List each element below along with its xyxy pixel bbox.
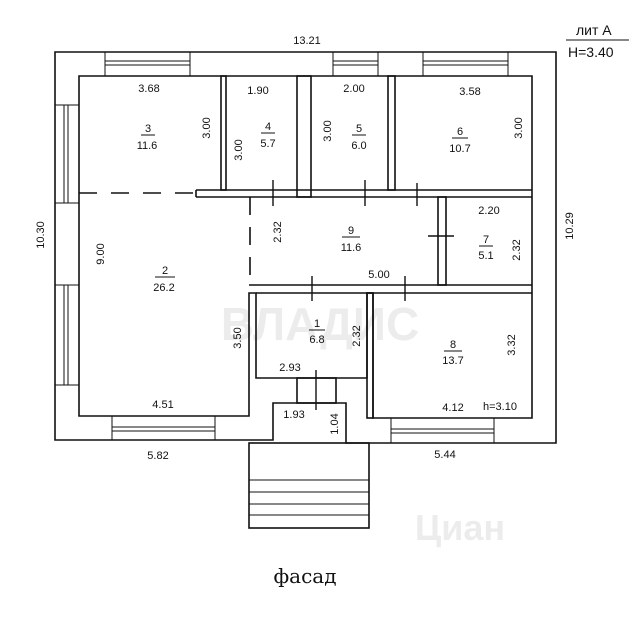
room-4: 1.90 4 5.7 3.00	[233, 85, 276, 161]
interior-walls	[79, 75, 532, 419]
svg-text:11.6: 11.6	[341, 242, 362, 254]
header-block: лит А H=3.40	[566, 22, 629, 60]
svg-text:5.7: 5.7	[260, 138, 275, 150]
svg-text:2.93: 2.93	[279, 362, 300, 374]
svg-text:26.2: 26.2	[153, 282, 174, 294]
dim-top: 13.21	[293, 35, 321, 47]
svg-text:7: 7	[483, 234, 489, 246]
svg-text:3.00: 3.00	[201, 117, 213, 138]
height-label: H=3.40	[568, 44, 614, 60]
svg-text:6.8: 6.8	[309, 334, 324, 346]
windows	[54, 51, 509, 444]
entrance: 1.93 1.04	[283, 409, 341, 435]
room-9: 2.32 9 11.6 5.00	[272, 221, 390, 281]
svg-text:5.1: 5.1	[478, 250, 493, 262]
dim-bottom-left: 5.82	[147, 450, 168, 462]
svg-text:6.0: 6.0	[351, 140, 366, 152]
svg-text:2.32: 2.32	[272, 221, 284, 242]
dim-right: 10.29	[564, 212, 576, 240]
svg-text:1.90: 1.90	[247, 85, 268, 97]
svg-text:3.00: 3.00	[322, 120, 334, 141]
room-7: 2.20 7 5.1 2.32	[478, 205, 523, 262]
doors	[272, 180, 454, 410]
svg-text:2.32: 2.32	[351, 325, 363, 346]
porch-steps	[248, 442, 370, 529]
svg-text:9.00: 9.00	[95, 243, 107, 264]
dim-left: 10.30	[35, 221, 47, 249]
outer-wall	[54, 51, 557, 444]
svg-text:3.00: 3.00	[233, 139, 245, 160]
svg-text:2.20: 2.20	[478, 205, 499, 217]
svg-text:3.68: 3.68	[138, 83, 159, 95]
room-8-height: h=3.10	[483, 401, 517, 413]
svg-text:3.00: 3.00	[513, 117, 525, 138]
svg-text:3.58: 3.58	[459, 86, 480, 98]
letter-label: лит А	[576, 22, 612, 38]
svg-text:2: 2	[162, 265, 168, 277]
facade-caption: фасад	[273, 564, 336, 588]
svg-text:3: 3	[145, 123, 151, 135]
svg-text:5: 5	[356, 123, 362, 135]
svg-text:4.51: 4.51	[152, 399, 173, 411]
svg-text:2.32: 2.32	[511, 239, 523, 260]
watermark-cian: Циан	[415, 507, 505, 548]
room-3: 3.68 3 11.6 3.00	[137, 83, 213, 152]
svg-text:2.00: 2.00	[343, 83, 364, 95]
svg-text:5.00: 5.00	[368, 269, 389, 281]
svg-text:9: 9	[348, 225, 354, 237]
svg-text:3.50: 3.50	[232, 327, 244, 348]
svg-text:8: 8	[450, 339, 456, 351]
svg-text:13.7: 13.7	[442, 355, 463, 367]
svg-text:6: 6	[457, 126, 463, 138]
room-5: 2.00 5 6.0 3.00	[322, 83, 367, 152]
svg-text:4.12: 4.12	[442, 402, 463, 414]
watermark-vladis: ВЛАДИС	[221, 298, 419, 350]
room-2: 9.00 2 26.2 3.50 4.51	[95, 243, 244, 411]
svg-text:1.04: 1.04	[329, 413, 341, 434]
svg-text:10.7: 10.7	[449, 143, 470, 155]
svg-text:4: 4	[265, 121, 271, 133]
room-8: 8 13.7 3.32 4.12 h=3.10	[442, 334, 518, 414]
dim-bottom-right: 5.44	[434, 449, 455, 461]
room-1: 1 6.8 2.32 2.93	[279, 318, 363, 374]
svg-text:1.93: 1.93	[283, 409, 304, 421]
svg-text:3.32: 3.32	[506, 334, 518, 355]
svg-text:1: 1	[314, 318, 320, 330]
svg-text:11.6: 11.6	[137, 140, 158, 152]
room-6: 3.58 6 10.7 3.00	[449, 86, 525, 155]
